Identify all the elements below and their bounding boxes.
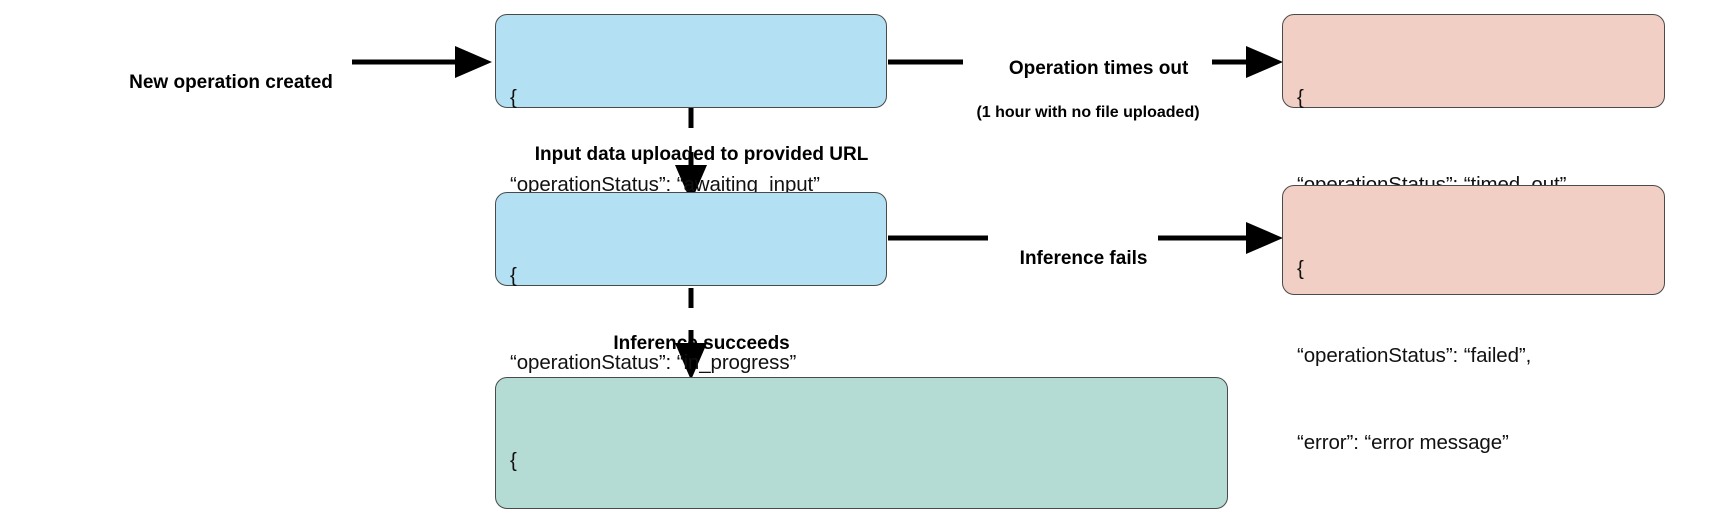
edge-label-input-uploaded-text: Input data uploaded to provided URL [534,144,869,165]
node-in-progress-line-1: { [510,264,517,287]
edge-label-inference-fails-text: Inference fails [1019,248,1148,269]
node-failed[interactable]: { “operationStatus”: “failed”, “error”: … [1282,185,1665,521]
node-complete[interactable]: { “operationStatus”: “complete”, “respon… [495,377,1228,509]
node-awaiting-input-line-1: { [510,86,517,109]
node-timed-out-line-1: { [1297,86,1304,109]
edge-label-inference-succeeds-text: Inference succeeds [613,333,790,354]
node-failed-line-3: “error”: “error message” [1297,431,1509,454]
node-awaiting-input-line-2: “operationStatus”: “awaiting_input” [510,173,820,196]
node-timed-out[interactable]: { “operationStatus”: “timed_out” } [1282,14,1665,283]
edge-label-inference-succeeds: Inference succeeds [561,311,821,377]
node-in-progress[interactable]: { “operationStatus”: “in_progress” } [495,192,887,461]
node-failed-line-1: { [1297,257,1304,280]
node-failed-line-2: “operationStatus”: “failed”, [1297,344,1532,367]
edge-label-times-out-main: Operation times out [1008,58,1189,79]
edge-label-times-out-sub: (1 hour with no file uploaded) [976,104,1200,121]
edge-label-operation-times-out: Operation times out (1 hour with no file… [963,36,1213,168]
node-awaiting-input[interactable]: { “operationStatus”: “awaiting_input” } [495,14,887,283]
node-in-progress-line-2: “operationStatus”: “in_progress” [510,351,797,374]
edge-label-new-operation-text: New operation created [129,72,333,93]
node-complete-line-1: { [510,449,517,472]
node-failed-line-4: } [1297,515,1650,521]
edge-label-new-operation: New operation created [108,50,338,116]
edge-label-inference-fails: Inference fails [988,226,1158,292]
edge-label-input-uploaded: Input data uploaded to provided URL [481,122,901,188]
